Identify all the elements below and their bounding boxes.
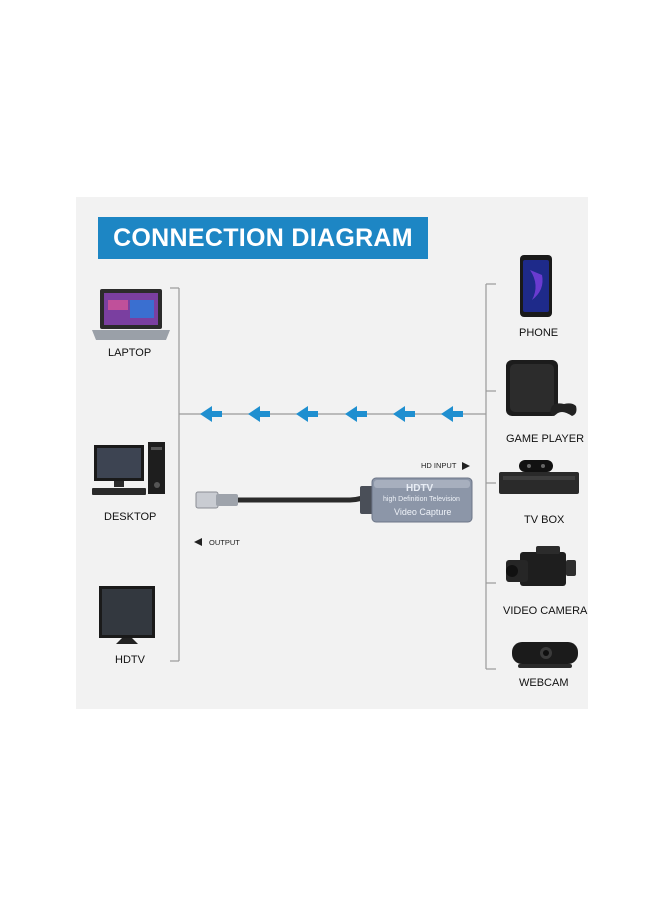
- input-arrow-icon: [462, 462, 470, 470]
- webcam-label: WEBCAM: [519, 677, 569, 689]
- tv-box-icon: [499, 460, 579, 494]
- signal-arrows: [200, 406, 463, 422]
- desktop-computer-icon: [92, 442, 165, 495]
- smartphone-icon: [520, 255, 552, 317]
- output-label: OUTPUT: [209, 538, 240, 547]
- capture-line2: Video Capture: [394, 507, 452, 517]
- arrow-icon: [441, 406, 463, 422]
- laptop-icon: [92, 289, 170, 340]
- left-bracket: [170, 287, 180, 662]
- output-arrow-icon: [194, 538, 202, 546]
- game-console-icon: [506, 360, 577, 416]
- capture-brand: HDTV: [406, 483, 434, 494]
- arrow-icon: [248, 406, 270, 422]
- laptop-label: LAPTOP: [108, 347, 152, 359]
- capture-line1: high Definition Television: [383, 496, 460, 503]
- tv-box-label: TV BOX: [524, 514, 565, 526]
- title-banner: CONNECTION DIAGRAM: [98, 217, 428, 259]
- diagram-title: CONNECTION DIAGRAM: [113, 224, 413, 252]
- phone-label: PHONE: [519, 327, 559, 339]
- game-player-label: GAME PLAYER: [506, 433, 585, 445]
- capture-device: [195, 477, 473, 523]
- hd-input-label: HD INPUT: [421, 461, 457, 470]
- right-bracket: [485, 283, 496, 670]
- arrow-icon: [393, 406, 415, 422]
- arrow-icon: [296, 406, 318, 422]
- video-camera-label: VIDEO CAMERA: [503, 605, 588, 617]
- arrow-icon: [200, 406, 222, 422]
- arrow-icon: [345, 406, 367, 422]
- webcam-icon: [512, 642, 578, 668]
- tv-icon: [99, 586, 155, 644]
- video-camera-icon: [506, 546, 576, 586]
- hdtv-label: HDTV: [115, 654, 145, 666]
- desktop-label: DESKTOP: [104, 511, 157, 523]
